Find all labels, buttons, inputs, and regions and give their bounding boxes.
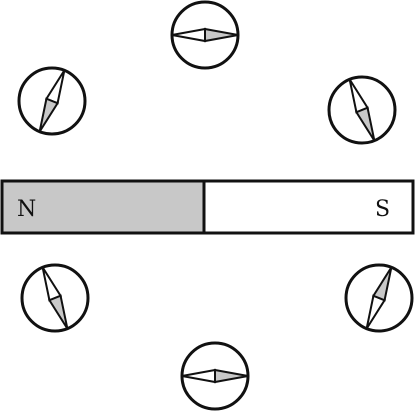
compass-upper-left (17, 66, 87, 136)
bar-magnet: N S (0, 179, 415, 235)
compass-needle-shaded-end (371, 266, 393, 302)
compass-top (170, 0, 240, 70)
compass-upper-right (327, 75, 397, 145)
compass-lower-right (344, 263, 414, 333)
compass-lower-left (20, 263, 90, 333)
south-pole-label: S (375, 197, 390, 222)
magnet-south-half (202, 179, 415, 235)
compass-needle-shaded-end (38, 97, 60, 133)
compass-needle-shaded-end (354, 106, 376, 142)
compass-bottom (180, 341, 250, 411)
north-pole-label: N (17, 197, 36, 222)
compass-needle-shaded-end (214, 368, 249, 384)
compass-needle-shaded-end (204, 27, 239, 43)
magnet-north-half (0, 179, 206, 235)
compass-needle-shaded-end (47, 294, 69, 330)
